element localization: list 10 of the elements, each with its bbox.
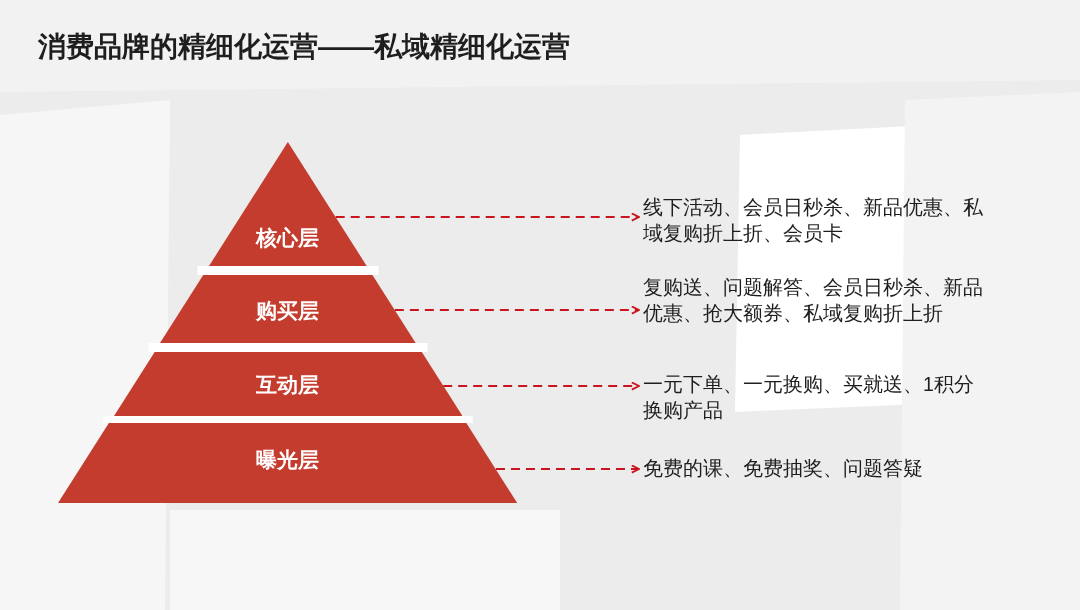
tier-label: 核心层 — [256, 225, 320, 251]
tactic-text: 免费的课、免费抽奖、问题答疑 — [643, 455, 988, 481]
dashed-arrow — [393, 305, 640, 315]
slide-title: 消费品牌的精细化运营——私域精细化运营 — [38, 30, 570, 64]
tier-label: 互动层 — [256, 372, 320, 398]
tier-label: 曝光层 — [256, 447, 320, 473]
dashed-arrow — [442, 381, 640, 391]
dashed-arrow — [334, 212, 640, 222]
dashed-arrow — [494, 464, 640, 474]
tier-label: 购买层 — [256, 298, 320, 324]
